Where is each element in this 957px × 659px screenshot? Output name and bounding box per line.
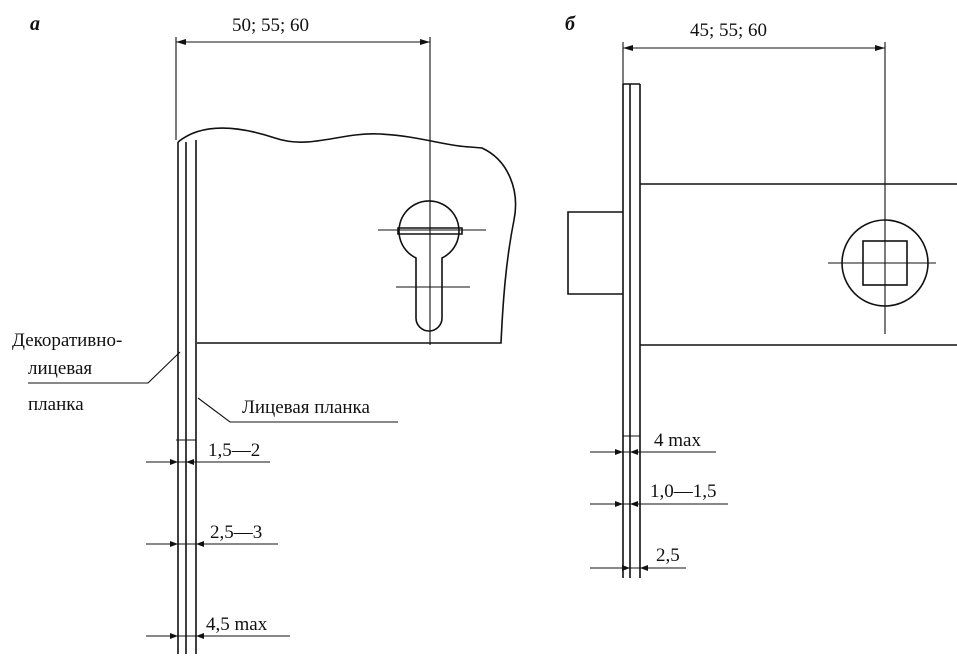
figure-a-top-dimension: 50; 55; 60 [175, 15, 431, 345]
figure-b-top-dimension: 45; 55; 60 [622, 20, 886, 334]
figure-b-top-dimension-label: 45; 55; 60 [690, 20, 767, 41]
callout-face-label: Лицевая планка [242, 397, 370, 418]
figure-a-letter: а [30, 13, 40, 35]
figure-b-lock-body [567, 83, 957, 578]
figure-a-dim-3-label: 4,5 max [206, 614, 268, 635]
figure-a-dim-1-label: 1,5—2 [208, 440, 260, 461]
figure-a-dimension-1: 1,5—2 [146, 440, 270, 465]
figure-a-dimension-2: 2,5—3 [146, 522, 278, 547]
figure-a-dim-2-label: 2,5—3 [210, 522, 262, 543]
figure-b-dimension-2: 1,0—1,5 [590, 481, 728, 507]
figure-b-letter: б [565, 13, 576, 35]
figure-a-callout-face: Лицевая планка [197, 397, 398, 423]
callout-decorative-line2: лицевая [28, 358, 92, 379]
figure-a: а 50; 55; 60 Декоративно [12, 13, 517, 654]
figure-a-dimension-3: 4,5 max [146, 614, 290, 639]
figure-a-callout-decorative: Декоративно- лицевая планка [12, 330, 181, 415]
figure-b: б 45; 55; 60 [565, 13, 957, 578]
figure-b-dim-1-label: 4 max [654, 430, 701, 451]
figure-b-dimension-3: 2,5 [590, 545, 686, 571]
figure-a-top-dimension-label: 50; 55; 60 [232, 15, 309, 36]
figure-b-dim-2-label: 1,0—1,5 [650, 481, 717, 502]
callout-decorative-line1: Декоративно- [12, 330, 122, 351]
figure-b-dim-3-label: 2,5 [656, 545, 680, 566]
figure-a-lock-body [176, 127, 517, 654]
figure-a-keyhole [378, 200, 486, 332]
figure-b-dimension-1: 4 max [590, 430, 716, 455]
callout-decorative-line3: планка [28, 394, 84, 415]
figure-b-follower [828, 219, 936, 307]
